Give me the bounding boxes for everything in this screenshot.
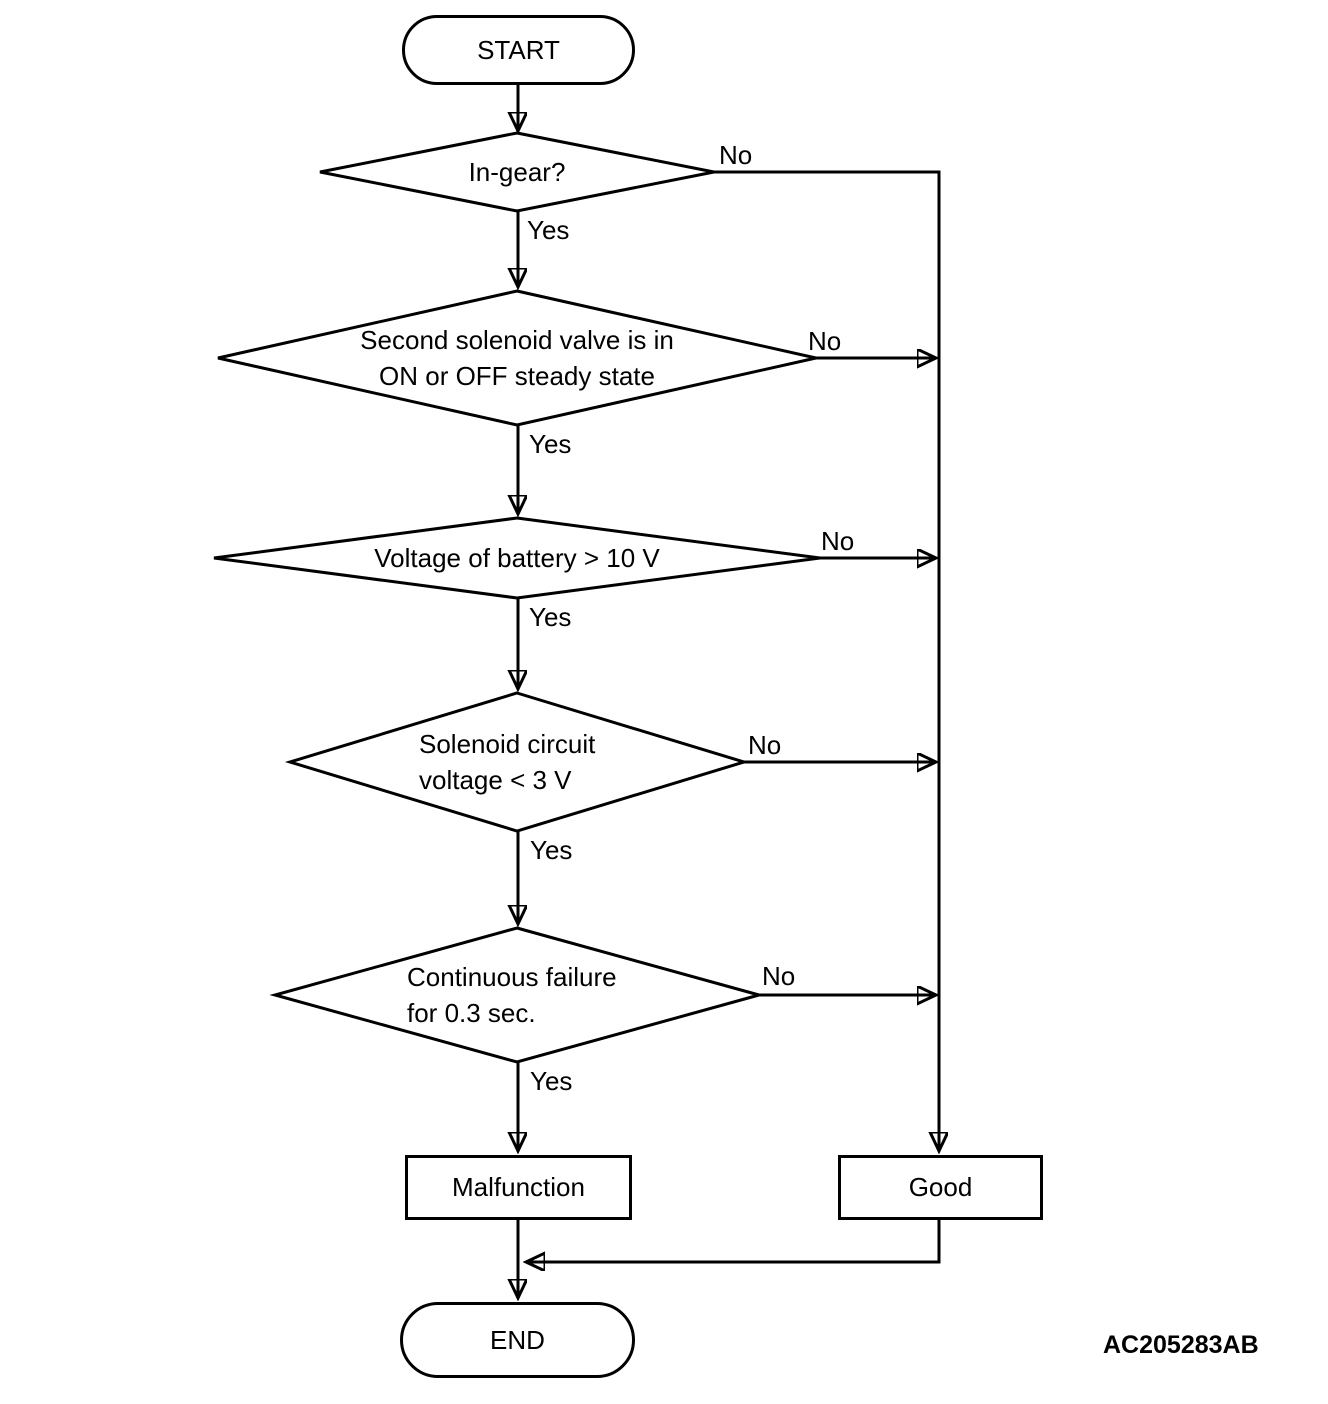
yes-label-in-gear: Yes [527,215,570,245]
decision-text: Solenoid circuit [419,729,596,759]
good-node: Good [838,1155,1043,1220]
decision-text: for 0.3 sec. [407,998,536,1028]
malfunction-label: Malfunction [452,1172,585,1202]
no-label-in-gear: No [719,140,753,170]
yes-label-solenoid-circuit: Yes [530,835,573,865]
yes-label-continuous-failure: Yes [530,1066,573,1096]
decision-label-solenoid-circuit-voltage: Solenoid circuit voltage < 3 V [419,726,595,798]
decision-label-second-solenoid: Second solenoid valve is in ON or OFF st… [360,322,674,394]
decision-text: voltage < 3 V [419,765,572,795]
no-label-second-solenoid: No [808,326,842,356]
yes-label-battery-voltage: Yes [529,602,572,632]
decision-text: Voltage of battery > 10 V [374,543,660,573]
decision-text: Continuous failure [407,962,617,992]
edge-in-gear-no-to-good [714,170,939,1151]
yes-label-second-solenoid: Yes [529,429,572,459]
decision-text: ON or OFF steady state [379,361,655,391]
start-node: START [402,15,635,85]
decision-text: In-gear? [468,157,566,187]
decision-label-continuous-failure: Continuous failure for 0.3 sec. [407,959,617,1031]
end-node: END [400,1302,635,1378]
start-label: START [477,34,560,65]
no-label-continuous-failure: No [762,961,796,991]
decision-label-battery-voltage: Voltage of battery > 10 V [374,540,659,576]
good-label: Good [908,1172,973,1202]
decision-text: Second solenoid valve is in [360,325,674,355]
figure-code: AC205283AB [1103,1331,1259,1359]
no-label-solenoid-circuit: No [748,730,782,760]
end-label: END [490,1324,545,1355]
decision-label-in-gear: In-gear? [469,154,566,190]
edge-good-join-to-end-line [526,1220,941,1262]
malfunction-node: Malfunction [405,1155,632,1220]
no-label-battery-voltage: No [821,526,855,556]
